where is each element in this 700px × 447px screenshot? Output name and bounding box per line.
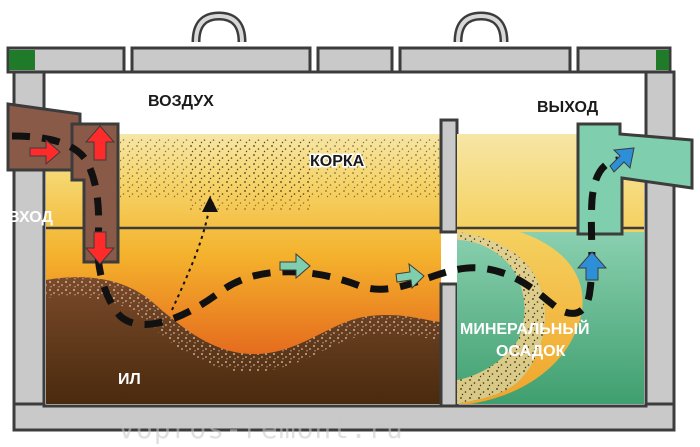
label-sludge: ИЛ [118,371,141,388]
label-air: ВОЗДУХ [148,93,214,110]
green-cap-right [656,50,669,70]
label-mineral-line1: МИНЕРАЛЬНЫЙ [460,319,590,338]
label-outlet: ВЫХОД [537,99,599,116]
tank-lid [8,16,670,72]
watermark: vopros-remont.ru [118,412,404,445]
green-cap-left [9,50,35,70]
label-inlet: ВХОД [8,209,53,226]
label-mineral-line2: ОСАДОК [496,343,566,360]
label-crust: КОРКА [310,153,365,170]
